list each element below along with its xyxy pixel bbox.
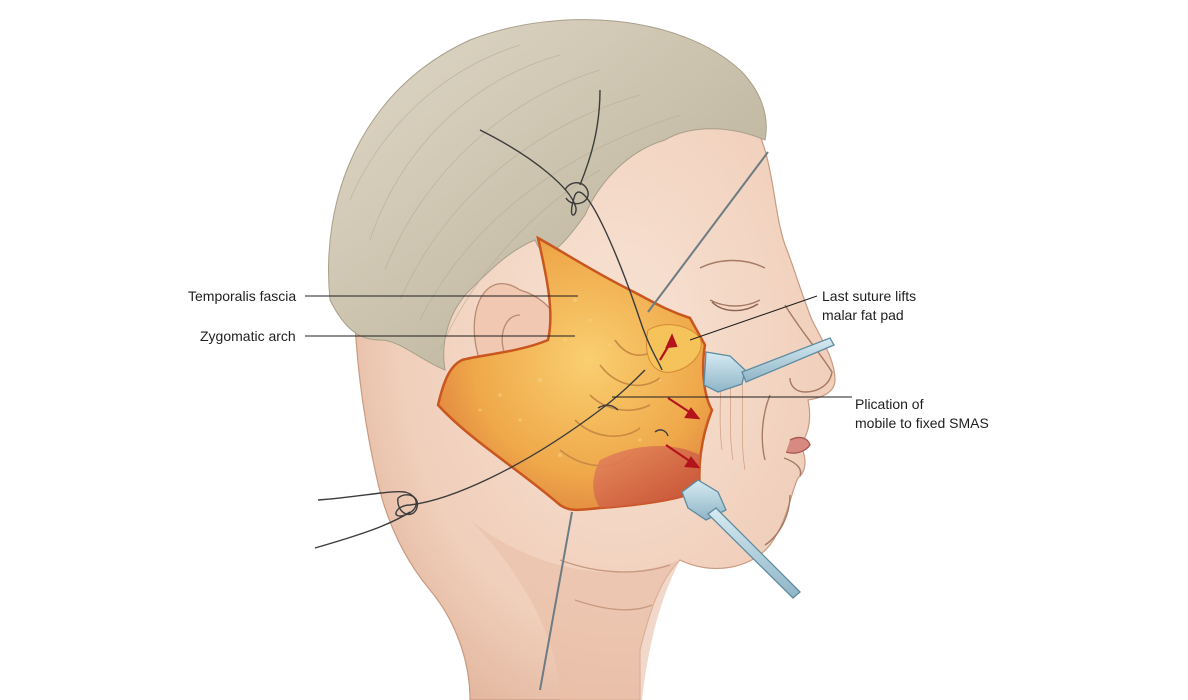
hair — [328, 19, 767, 371]
flap-texture — [478, 298, 662, 472]
suture-small-2 — [654, 429, 669, 437]
suture-small-1 — [597, 404, 619, 411]
label-last-suture-line1: Last suture lifts — [822, 288, 917, 304]
leader-last-suture — [689, 295, 818, 341]
suture-lower — [317, 369, 646, 517]
suture-loop-top — [564, 182, 589, 205]
label-plication-line2: mobile to fixed SMAS — [855, 415, 989, 431]
needle-lower — [539, 511, 573, 691]
platysma-muscle — [593, 445, 700, 508]
label-last-suture: Last suture lifts malar fat pad — [822, 287, 916, 325]
sma-flap — [436, 235, 714, 512]
suture-upper — [479, 129, 663, 371]
retractor-lower — [681, 479, 801, 599]
sutures — [314, 89, 669, 549]
label-zygomatic-arch: Zygomatic arch — [200, 328, 296, 344]
leader-lines — [305, 295, 852, 398]
suture-loop-bottom — [397, 494, 419, 516]
retractor-upper — [703, 337, 835, 393]
neck-shadow — [470, 520, 680, 700]
malar-fat-pad — [646, 324, 702, 373]
face-features — [559, 259, 833, 611]
needle-upper — [647, 151, 769, 313]
label-plication: Plication of mobile to fixed SMAS — [855, 395, 989, 433]
closed-eye — [709, 299, 761, 307]
label-temporalis-fascia: Temporalis fascia — [188, 288, 297, 304]
hair-strands — [349, 44, 681, 351]
label-plication-line1: Plication of — [855, 396, 924, 412]
label-last-suture-line2: malar fat pad — [822, 307, 904, 323]
lips — [785, 436, 811, 454]
plication-arrows — [659, 333, 701, 469]
